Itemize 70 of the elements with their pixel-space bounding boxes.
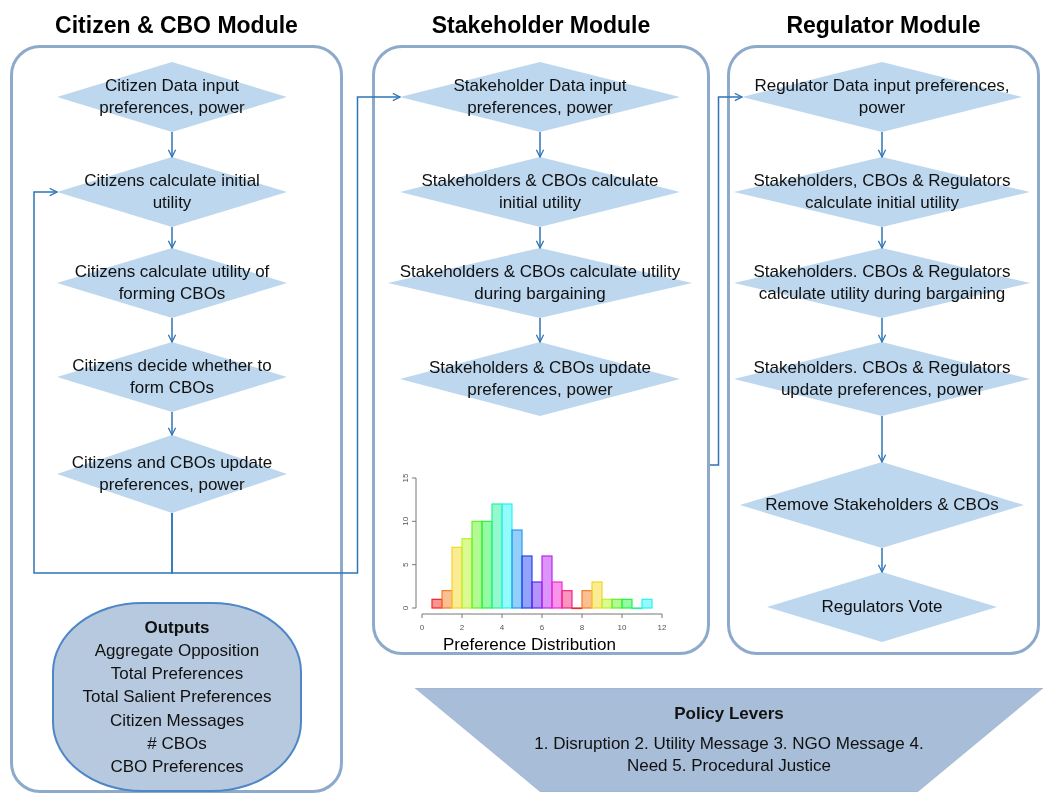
banner-heading: Policy Levers <box>673 702 785 725</box>
arrow <box>167 131 177 158</box>
arrow <box>709 92 743 466</box>
decision-diamond <box>400 342 680 416</box>
diamond-label: Stakeholders. CBOs & Regulators calculate utility during bargaining <box>752 260 1012 305</box>
output-item: # CBOs <box>147 732 207 755</box>
tick-label: 4 <box>499 623 505 630</box>
diamond-label: Stakeholders. CBOs & Regulators update preferences, power <box>752 356 1012 401</box>
module-title: Regulator Module <box>785 12 982 39</box>
tick-label: 5 <box>401 562 410 567</box>
tick-label: 0 <box>419 623 425 630</box>
decision-diamond <box>57 157 287 227</box>
diamond-label: Stakeholders & CBOs calculate initial utility <box>420 169 660 214</box>
arrow <box>877 415 887 463</box>
arrow <box>33 187 173 574</box>
decision-diamond <box>400 157 680 227</box>
output-item: CBO Preferences <box>110 756 244 778</box>
tick-label: 10 <box>617 623 627 630</box>
decision-diamond <box>734 248 1030 318</box>
tick-label: 15 <box>401 473 410 483</box>
arrow <box>877 131 887 158</box>
axis-title: Preference Distribution <box>442 635 617 655</box>
decision-diamond <box>740 462 1024 548</box>
diamond-label: Stakeholders & CBOs calculate utility during bargaining <box>398 260 682 305</box>
diamond-label: Citizens calculate utility of forming CBOs <box>73 260 271 305</box>
diamond-label: Citizens and CBOs update preferences, power <box>70 451 274 496</box>
decision-diamond <box>734 157 1030 227</box>
arrow <box>171 92 401 574</box>
trapezoid-banner <box>415 688 1043 792</box>
decision-diamond <box>742 62 1022 132</box>
tick-label: 0 <box>401 605 410 611</box>
decision-diamond <box>400 62 680 132</box>
output-item: Total Salient Preferences <box>82 686 272 708</box>
decision-diamond <box>57 248 287 318</box>
diamond-label: Stakeholders & CBOs update preferences, power <box>427 356 653 401</box>
diamond-label: Citizens calculate initial utility <box>83 169 261 214</box>
decision-diamond <box>57 62 287 132</box>
decision-diamond <box>57 342 287 412</box>
tick-label: 12 <box>657 623 667 630</box>
tick-label: 10 <box>401 516 410 526</box>
decision-diamond <box>734 342 1030 416</box>
banner-text: 1. Disruption 2. Utility Message 3. NGO Message 4. Need 5. Procedural Justice <box>533 732 925 778</box>
arrow <box>877 317 887 343</box>
diamond-label: Stakeholders, CBOs & Regulators calculate initial utility <box>752 169 1012 214</box>
arrow <box>167 317 177 343</box>
diamond-label: Stakeholder Data input preferences, power <box>452 74 628 119</box>
diamond-label: Citizen Data input preferences, power <box>98 74 246 119</box>
arrow <box>877 226 887 249</box>
tick-label: 2 <box>459 623 465 630</box>
diamond-label: Regulators Vote <box>820 595 944 618</box>
decision-diamond <box>388 248 692 318</box>
module-title: Stakeholder Module <box>430 12 652 39</box>
arrow <box>877 547 887 573</box>
diamond-label: Regulator Data input preferences, power <box>753 74 1011 119</box>
output-item: Total Preferences <box>110 663 244 685</box>
box-heading: Outputs <box>144 616 210 638</box>
decision-diamond <box>57 435 287 513</box>
output-item: Citizen Messages <box>109 709 245 731</box>
arrow <box>535 131 545 158</box>
arrow <box>535 226 545 249</box>
diamond-label: Citizens decide whether to form CBOs <box>71 354 273 399</box>
decision-diamond <box>767 572 997 642</box>
arrow <box>535 317 545 343</box>
diamond-label: Remove Stakeholders & CBOs <box>764 493 1000 516</box>
tick-label: 6 <box>539 623 545 630</box>
module-title: Citizen & CBO Module <box>54 12 299 39</box>
output-item: Aggregate Opposition <box>94 639 260 662</box>
arrow <box>167 411 177 436</box>
tick-label: 8 <box>579 623 585 630</box>
arrow <box>167 226 177 249</box>
